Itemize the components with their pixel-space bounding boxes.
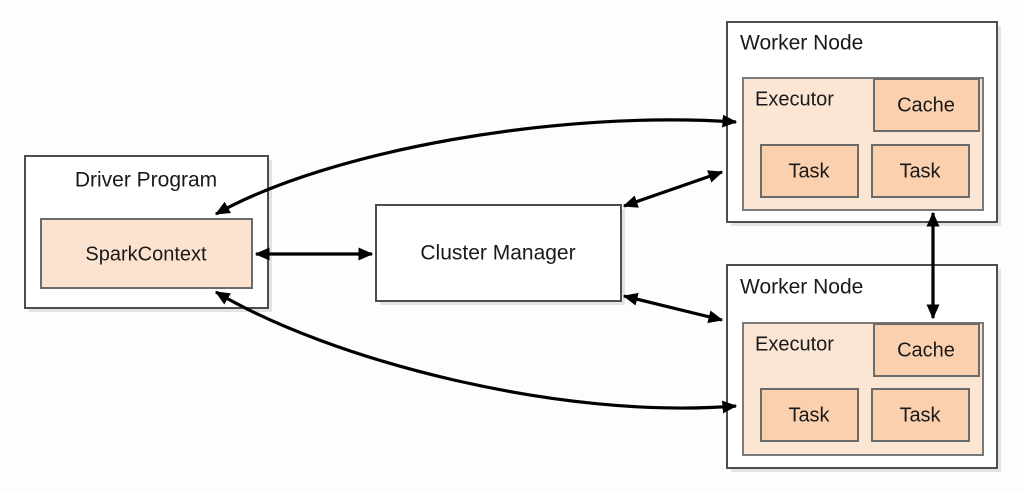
worker-node-1-cache-label: Cache: [897, 94, 955, 116]
cluster-manager-box: Cluster Manager: [375, 204, 625, 305]
worker-node-2-executor-label: Executor: [755, 333, 834, 355]
worker-node-1-executor: Executor Cache Task Task: [742, 77, 984, 211]
worker-node-2: Worker Node Executor Cache Task Task: [726, 264, 1001, 472]
worker-node-1-task-2: Task: [871, 144, 970, 198]
worker-node-1-task-1-label: Task: [788, 160, 830, 182]
edge-cluster-manager-worker1: [622, 170, 724, 208]
sparkcontext-box: SparkContext: [40, 218, 253, 289]
sparkcontext-label: SparkContext: [85, 243, 207, 265]
worker-node-1-title: Worker Node: [740, 32, 863, 55]
worker-node-2-title: Worker Node: [740, 276, 863, 299]
worker-node-1-task-1: Task: [760, 144, 859, 198]
worker-node-1-task-2-label: Task: [899, 160, 941, 182]
worker-node-2-task-1: Task: [760, 388, 859, 442]
worker-node-1: Worker Node Executor Cache Task Task: [726, 21, 1001, 226]
driver-program-title: Driver Program: [75, 169, 217, 192]
worker-node-1-executor-label: Executor: [755, 88, 834, 110]
worker-node-2-task-2: Task: [871, 388, 970, 442]
worker-node-2-task-1-label: Task: [788, 404, 830, 426]
worker-node-2-cache-label: Cache: [897, 339, 955, 361]
cluster-manager-title: Cluster Manager: [420, 242, 575, 265]
worker-node-2-cache: Cache: [873, 323, 980, 377]
worker-node-2-executor: Executor Cache Task Task: [742, 322, 984, 456]
worker-node-2-task-2-label: Task: [899, 404, 941, 426]
edge-sparkcontext-worker2: [214, 290, 738, 414]
edge-sparkcontext-worker1: [214, 114, 738, 216]
worker-node-1-cache: Cache: [873, 78, 980, 132]
edge-cluster-manager-worker2: [622, 292, 724, 324]
